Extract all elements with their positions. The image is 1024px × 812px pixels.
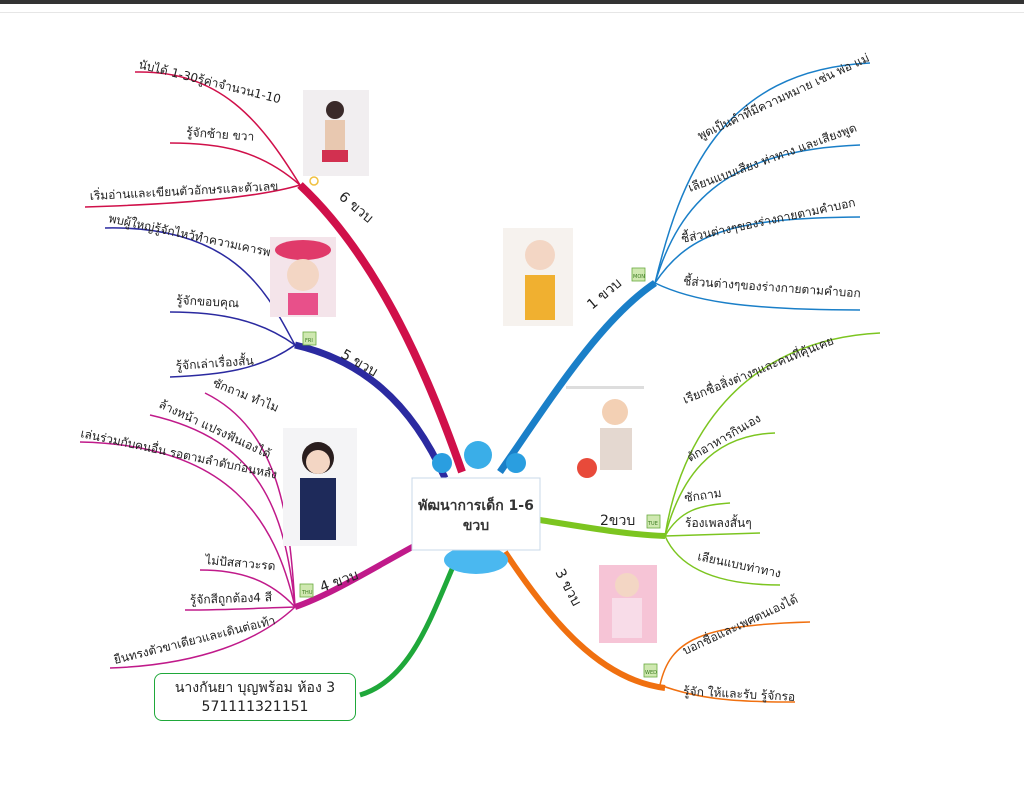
- branch-age-4[interactable]: 4 ขวบ ซักถาม ทำไม ล้างหน้า แปรงฟันเองได้…: [79, 376, 418, 669]
- branch-item: เรียกชื่อสิ่งต่างๆและคนที่คุ้นเคย: [680, 332, 836, 408]
- svg-text:TUE: TUE: [647, 521, 658, 527]
- sun-icon: [309, 176, 319, 186]
- branch-item: ไม่ปัสสาวะรด: [204, 553, 276, 573]
- calendar-icon: WED: [643, 663, 658, 678]
- branch-item: เล่นร่วมกับคนอื่น รอตามลำดับก่อนหลัง: [79, 424, 278, 481]
- svg-text:FRI: FRI: [305, 338, 313, 344]
- branch-item: นับได้ 1-30รู้ค่าจำนวน1-10: [137, 57, 282, 107]
- child-photo: [599, 565, 657, 643]
- author-name: นางกันยา บุญพร้อม ห้อง 3: [174, 680, 336, 696]
- branch-label: 3 ขวบ: [551, 566, 584, 609]
- branch-item: ร้องเพลงสั้นๆ: [685, 514, 752, 530]
- child-photo: [270, 237, 336, 317]
- calendar-icon: TUE: [646, 514, 661, 529]
- child-photo: [566, 386, 644, 478]
- author-box: นางกันยา บุญพร้อม ห้อง 3 571111321151: [154, 673, 356, 721]
- branch-item: รู้จักสีถูกต้อง4 สี: [190, 590, 273, 608]
- branch-item: ตักอาหารกินเอง: [685, 411, 764, 464]
- branch-item: ซักถาม: [683, 486, 722, 505]
- branch-item: ชี้ส่วนต่างๆของร่างกายตามคำบอก: [679, 193, 856, 246]
- branch-item: เริ่มอ่านและเขียนตัวอักษรและตัวเลข: [89, 177, 278, 203]
- branch-item: ชี้ส่วนต่างๆของร่างกายตามคำบอก: [683, 272, 862, 300]
- author-connector: [359, 561, 458, 698]
- branch-label: 4 ขวบ: [318, 567, 361, 596]
- branch-item: ซักถาม ทำไม: [211, 376, 281, 415]
- branch-item: ยืนทรงตัวขาเดียวและเดินต่อเท้า: [112, 613, 276, 667]
- branch-label: 1 ขวบ: [584, 275, 625, 313]
- branch-label: 2ขวบ: [600, 513, 635, 529]
- svg-text:MON: MON: [633, 274, 645, 280]
- branch-item: รู้จักเล่าเรื่องสั้น: [175, 352, 254, 374]
- child-photo: [283, 428, 357, 546]
- branch-item: พบผู้ใหญ่รู้จักไหว้ทำความเคารพ: [107, 211, 272, 260]
- calendar-icon: MON: [631, 267, 646, 282]
- calendar-icon: FRI: [302, 331, 317, 346]
- branch-item: เลียนแบบท่าทาง: [696, 549, 782, 580]
- svg-text:THU: THU: [301, 590, 313, 596]
- child-photo: [303, 90, 369, 176]
- child-photo: [503, 228, 573, 326]
- calendar-icon: THU: [299, 583, 314, 598]
- svg-text:WED: WED: [645, 670, 657, 676]
- branch-item: รู้จัก ให้และรับ รู้จักรอ: [683, 684, 796, 705]
- branch-age-2[interactable]: 2ขวบ เรียกชื่อสิ่งต่างๆและคนที่คุ้นเคย ต…: [539, 332, 881, 586]
- divider: [0, 12, 1024, 13]
- branch-label: 6 ขวบ: [335, 189, 376, 227]
- author-id: 571111321151: [201, 699, 309, 715]
- branch-item: รู้จักซ้าย ขวา: [186, 125, 255, 145]
- branch-item: รู้จักขอบคุณ: [176, 293, 240, 311]
- window-top-bar: [0, 0, 1024, 4]
